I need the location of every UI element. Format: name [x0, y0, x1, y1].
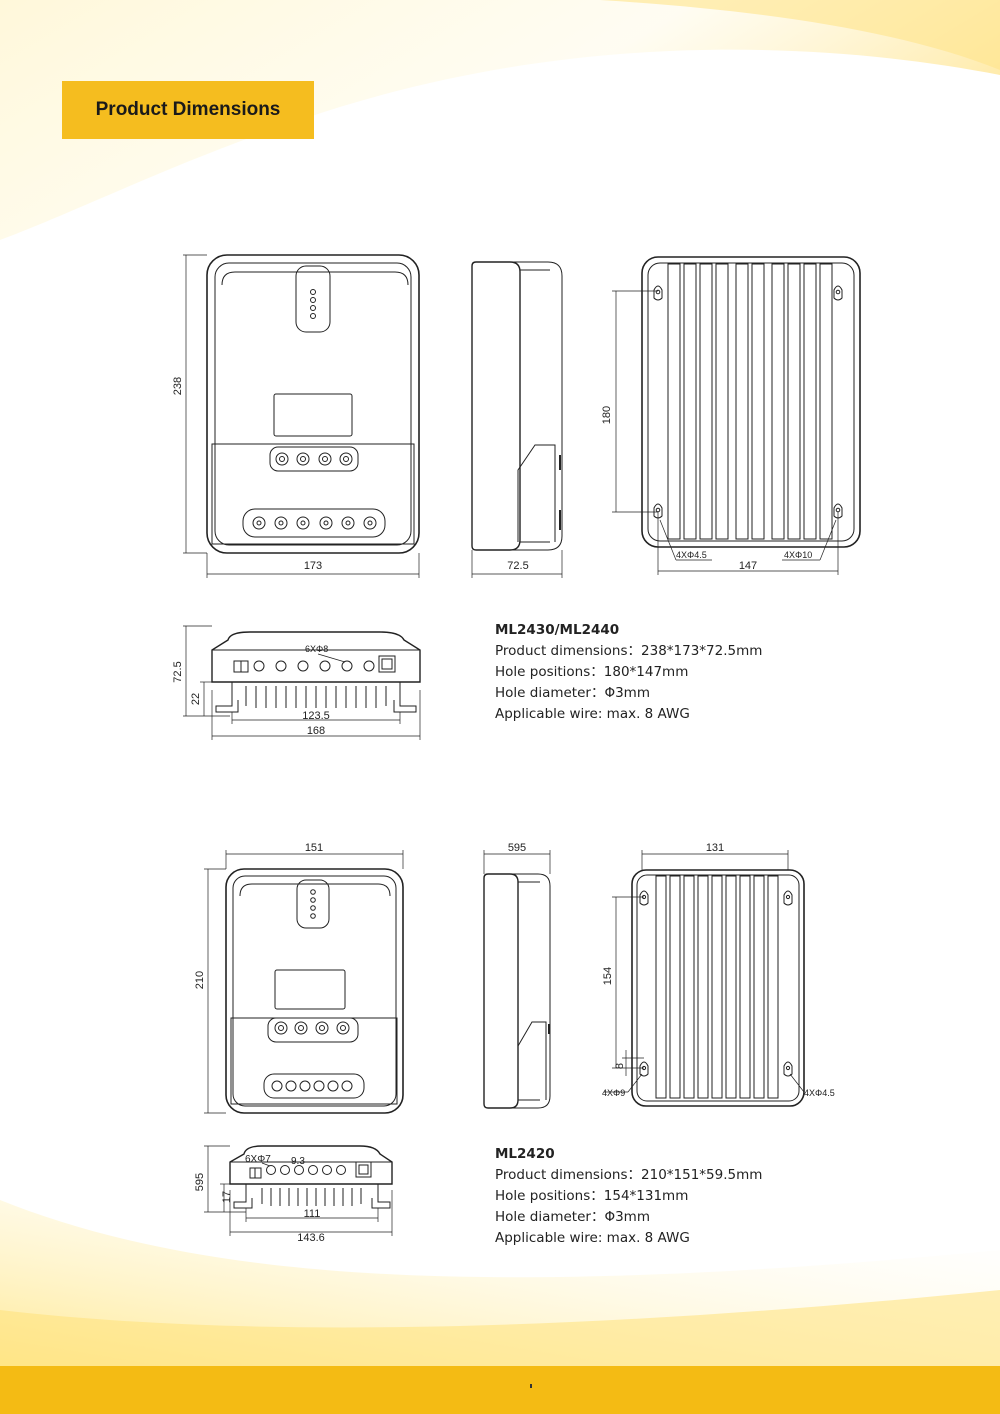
model-a-specs: ML2430/ML2440 Product dimensions：238*173…	[495, 620, 762, 725]
model-b-dim-bottom-total-width: 143.6	[297, 1232, 325, 1244]
model-b-dim-back-width: 131	[706, 842, 724, 854]
model-b-bottom-view	[204, 1145, 393, 1236]
model-b-name: ML2420	[495, 1146, 555, 1162]
model-b-dim-back-hole-right: 4XΦ4.5	[804, 1088, 835, 1098]
model-b-dim-back-hole-vertical: 154	[602, 967, 614, 985]
model-b-spec-wire: Applicable wire: max. 8 AWG	[495, 1230, 690, 1246]
model-a-side-view	[471, 261, 563, 578]
model-a-front-view	[183, 254, 420, 578]
model-b-dim-front-width: 151	[305, 842, 323, 854]
footer-page-mark	[530, 1384, 532, 1388]
model-a-spec-hole-diameter: Hole diameter：Φ3mm	[495, 685, 650, 701]
model-a-dim-back-hole-horizontal: 147	[739, 560, 757, 572]
model-b-dim-back-hole-left: 4XΦ9	[602, 1088, 625, 1098]
footer-bar	[0, 1366, 1000, 1414]
model-a-dim-back-hole-vertical: 180	[601, 406, 613, 424]
model-b-dim-side-depth: 595	[508, 842, 526, 854]
model-b-spec-hole-diameter: Hole diameter：Φ3mm	[495, 1209, 650, 1225]
model-a-dim-back-hole-large: 4XΦ10	[784, 550, 812, 560]
page-title: Product Dimensions	[95, 99, 281, 120]
model-b-dim-back-hole-offset: 8	[614, 1063, 626, 1069]
model-a-dim-bottom-inner-width: 123.5	[302, 710, 330, 722]
model-a-bottom-view	[183, 625, 421, 740]
model-b-dim-front-height: 210	[194, 971, 206, 989]
model-b-dim-bottom-holes: 6XΦ7	[245, 1154, 271, 1165]
model-b-side-view	[483, 850, 551, 1109]
model-a-dim-back-hole-small: 4XΦ4.5	[676, 550, 707, 560]
model-b-dim-bottom-fin-height: 17	[221, 1191, 233, 1203]
model-a-spec-hole-positions: Hole positions：180*147mm	[495, 664, 689, 680]
model-b-spec-dimensions: Product dimensions：210*151*59.5mm	[495, 1167, 763, 1183]
model-a-spec-dimensions: Product dimensions：238*173*72.5mm	[495, 643, 763, 659]
model-a-dim-bottom-holes: 6XΦ8	[305, 644, 328, 654]
model-a-back-view	[612, 256, 861, 575]
model-b-back-view	[604, 850, 805, 1107]
model-b-spec-hole-positions: Hole positions：154*131mm	[495, 1188, 689, 1204]
model-a-dim-bottom-total-width: 168	[307, 725, 325, 737]
model-a-dim-front-height: 238	[172, 377, 184, 395]
section-title-box: Product Dimensions	[62, 81, 314, 139]
model-b-dim-bottom-inner-width: 111	[304, 1208, 321, 1220]
model-b-front-view	[204, 850, 404, 1114]
model-a-spec-wire: Applicable wire: max. 8 AWG	[495, 706, 690, 722]
model-a-dim-side-depth: 72.5	[507, 560, 528, 572]
model-b-specs: ML2420 Product dimensions：210*151*59.5mm…	[495, 1144, 762, 1249]
model-a-dim-bottom-fin-height: 22	[190, 693, 202, 705]
model-a-dim-front-width: 173	[304, 560, 322, 572]
model-a-name: ML2430/ML2440	[495, 622, 620, 638]
model-b-dim-bottom-spacing: 9.3	[291, 1156, 305, 1167]
model-a-dim-bottom-height: 72.5	[172, 661, 184, 682]
model-b-dim-bottom-height: 595	[194, 1173, 206, 1191]
